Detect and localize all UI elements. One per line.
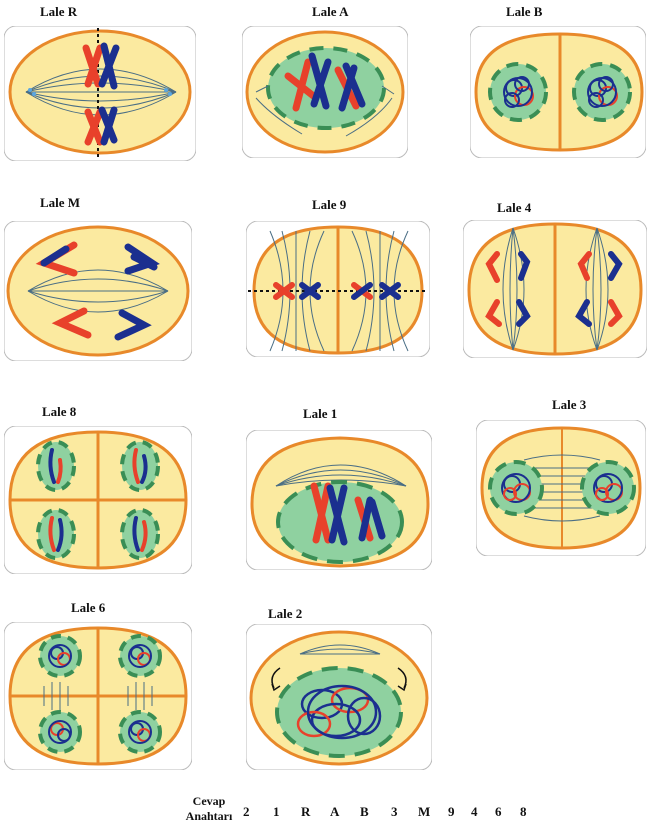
answer-key-item: 3 [391,804,398,820]
label-lale-9: Lale 9 [312,197,346,213]
label-lale-b: Lale B [506,4,542,20]
answer-key-item: R [301,804,310,820]
cell-lale-b [470,26,646,158]
cell-lale-a [242,26,408,158]
answer-key-item: B [360,804,369,820]
answer-key-item: 6 [495,804,502,820]
cell-lale-m [4,221,192,361]
answer-key-item: 1 [273,804,280,820]
answer-key-item: A [330,804,339,820]
answer-key-title-line1: Cevap [180,794,238,809]
answer-key-item: 9 [448,804,455,820]
cell-lale-4 [463,220,647,358]
answer-key-item: 8 [520,804,527,820]
label-lale-1: Lale 1 [303,406,337,422]
label-lale-3: Lale 3 [552,397,586,413]
label-lale-2: Lale 2 [268,606,302,622]
answer-key-item: 4 [471,804,478,820]
label-lale-4: Lale 4 [497,200,531,216]
label-lale-6: Lale 6 [71,600,105,616]
answer-key-item: M [418,804,430,820]
label-lale-8: Lale 8 [42,404,76,420]
label-lale-m: Lale M [40,195,80,211]
answer-key-title: Cevap Anahtarı [180,794,238,824]
cell-lale-9 [246,221,430,357]
label-lale-r: Lale R [40,4,77,20]
cell-lale-1 [246,430,432,570]
answer-key-title-line2: Anahtarı [180,809,238,824]
cell-lale-2 [246,624,432,770]
answer-key-item: 2 [243,804,250,820]
cell-lale-3 [476,420,646,556]
cell-lale-6 [4,622,192,770]
answer-key: Cevap Anahtarı 2 1 R A B 3 M 9 4 6 8 [180,794,580,828]
label-lale-a: Lale A [312,4,348,20]
cell-lale-8 [4,426,192,574]
cell-lale-r [4,26,196,161]
